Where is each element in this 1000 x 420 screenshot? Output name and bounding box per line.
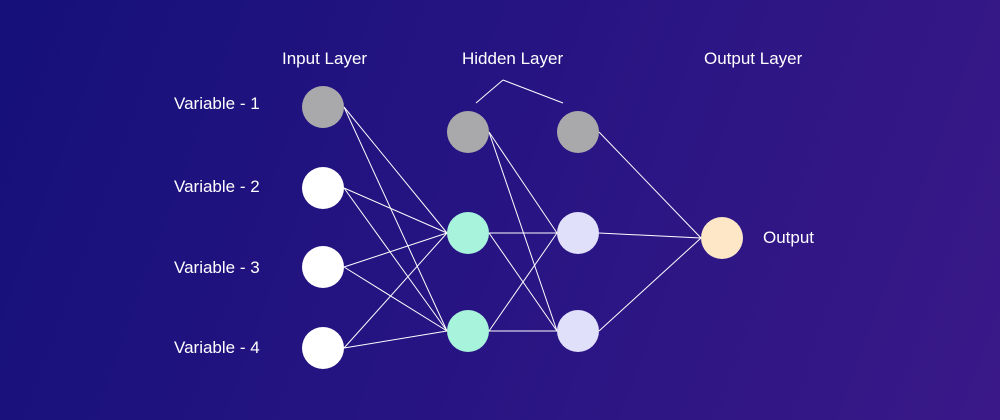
hidden-layer-title: Hidden Layer bbox=[462, 49, 564, 68]
hidden1-node-2 bbox=[447, 310, 489, 352]
edge-h2c-out bbox=[598, 237, 702, 332]
input-label-3: Variable - 3 bbox=[174, 258, 260, 277]
output-node bbox=[701, 217, 743, 259]
edge-in1-h1c bbox=[343, 106, 448, 332]
edge-in3-h1b bbox=[343, 232, 448, 268]
connection-edges bbox=[343, 106, 702, 349]
input-node-1 bbox=[302, 86, 344, 128]
edge-h2a-out bbox=[598, 131, 702, 239]
edge-h1c-h2b bbox=[488, 232, 558, 332]
edge-in4-h1c bbox=[343, 330, 448, 349]
input-layer-title: Input Layer bbox=[282, 49, 368, 68]
hidden1-node-1 bbox=[447, 212, 489, 254]
neuron-nodes bbox=[302, 86, 743, 369]
edge-in4-h1b bbox=[343, 232, 448, 349]
input-node-2 bbox=[302, 167, 344, 209]
output-label: Output bbox=[763, 228, 815, 247]
edge-h1a-h2c bbox=[488, 131, 558, 332]
edge-in2-h1c bbox=[343, 187, 448, 332]
edge-h1a-h2b bbox=[488, 131, 558, 234]
edge-in3-h1c bbox=[343, 266, 448, 332]
hidden2-node-1 bbox=[557, 212, 599, 254]
edge-in1-h1b bbox=[343, 106, 448, 234]
hidden2-node-bias bbox=[557, 111, 599, 153]
input-label-2: Variable - 2 bbox=[174, 177, 260, 196]
input-node-3 bbox=[302, 246, 344, 288]
edge-h2b-out bbox=[598, 232, 702, 239]
hidden-layer-bracket bbox=[475, 79, 564, 104]
input-label-1: Variable - 1 bbox=[174, 94, 260, 113]
input-label-4: Variable - 4 bbox=[174, 338, 260, 357]
input-node-4 bbox=[302, 327, 344, 369]
output-layer-title: Output Layer bbox=[704, 49, 803, 68]
edge-in2-h1b bbox=[343, 187, 448, 234]
hidden2-node-2 bbox=[557, 310, 599, 352]
hidden1-node-bias bbox=[447, 111, 489, 153]
